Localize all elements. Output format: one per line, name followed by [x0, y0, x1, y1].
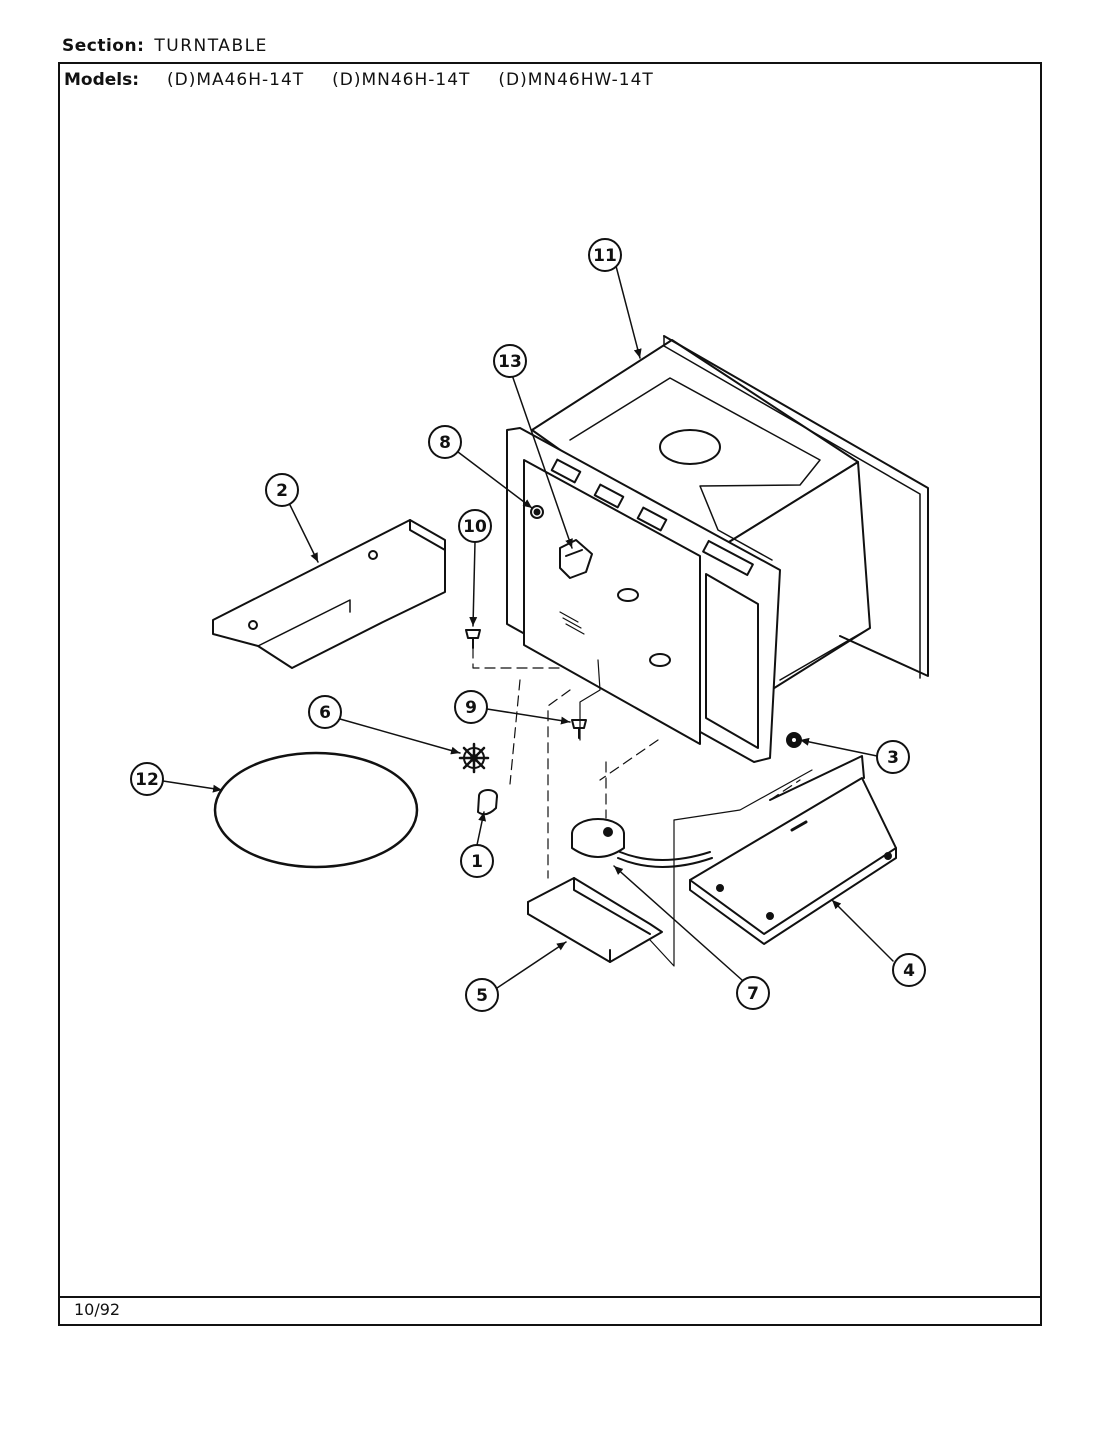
callout-11: 11: [588, 238, 622, 272]
callout-6-label: 6: [319, 703, 331, 723]
callout-7: 7: [736, 976, 770, 1010]
callout-13: 13: [493, 344, 527, 378]
part-1-coupler: [477, 789, 498, 816]
part-8-grommet: [530, 505, 544, 519]
part-3-nut: [786, 732, 802, 748]
callout-6: 6: [308, 695, 342, 729]
models-label: Models:: [64, 70, 140, 90]
section-label: Section:: [62, 36, 145, 56]
callout-2-label: 2: [276, 481, 288, 501]
callout-13-label: 13: [498, 352, 522, 372]
part-10-screw: [465, 629, 481, 649]
section-value: TURNTABLE: [154, 36, 268, 56]
revision-date: 10/92: [74, 1300, 121, 1319]
callout-1-label: 1: [471, 852, 483, 872]
part-5-motor-bracket: [527, 877, 663, 963]
callout-8-label: 8: [439, 433, 451, 453]
callout-3: 3: [876, 740, 910, 774]
part-4-base-plate: [689, 755, 897, 945]
model-2: (D)MN46H-14T: [332, 70, 471, 90]
part-12-glass-tray: [213, 751, 419, 869]
diagram-frame: Models: (D)MA46H-14T (D)MN46H-14T (D)MN4…: [58, 62, 1042, 1326]
part-9-screw: [571, 719, 587, 739]
callout-8: 8: [428, 425, 462, 459]
callout-1: 1: [460, 844, 494, 878]
callout-11-label: 11: [593, 246, 617, 266]
callout-10: 10: [458, 509, 492, 543]
model-1: (D)MA46H-14T: [166, 70, 305, 90]
part-13-bracket: [559, 539, 593, 579]
callout-bubbles: 11 13 8 2 10 6 9 12 3 1 4 7 5: [130, 238, 926, 1012]
callout-12: 12: [130, 762, 164, 796]
callout-9: 9: [454, 690, 488, 724]
part-7-motor: [571, 818, 713, 868]
callout-5: 5: [465, 978, 499, 1012]
part-6-gear: [458, 742, 490, 774]
front-face-frame: [506, 427, 781, 763]
callout-3-label: 3: [887, 748, 899, 768]
section-title: Section: TURNTABLE: [62, 36, 268, 56]
callout-7-label: 7: [747, 984, 759, 1004]
callout-4: 4: [892, 953, 926, 987]
callout-10-label: 10: [463, 517, 487, 537]
leader-lines: [162, 265, 894, 989]
callout-2: 2: [265, 473, 299, 507]
callout-5-label: 5: [476, 986, 488, 1006]
assembly-guide-lines: [472, 647, 813, 967]
callout-9-label: 9: [465, 698, 477, 718]
callout-4-label: 4: [903, 961, 915, 981]
part-2-cover-plate: [212, 519, 446, 669]
models-line: Models: (D)MA46H-14T (D)MN46H-14T (D)MN4…: [64, 70, 654, 90]
callout-12-label: 12: [135, 770, 159, 790]
model-3: (D)MN46HW-14T: [498, 70, 654, 90]
footer-divider: [60, 1296, 1040, 1298]
